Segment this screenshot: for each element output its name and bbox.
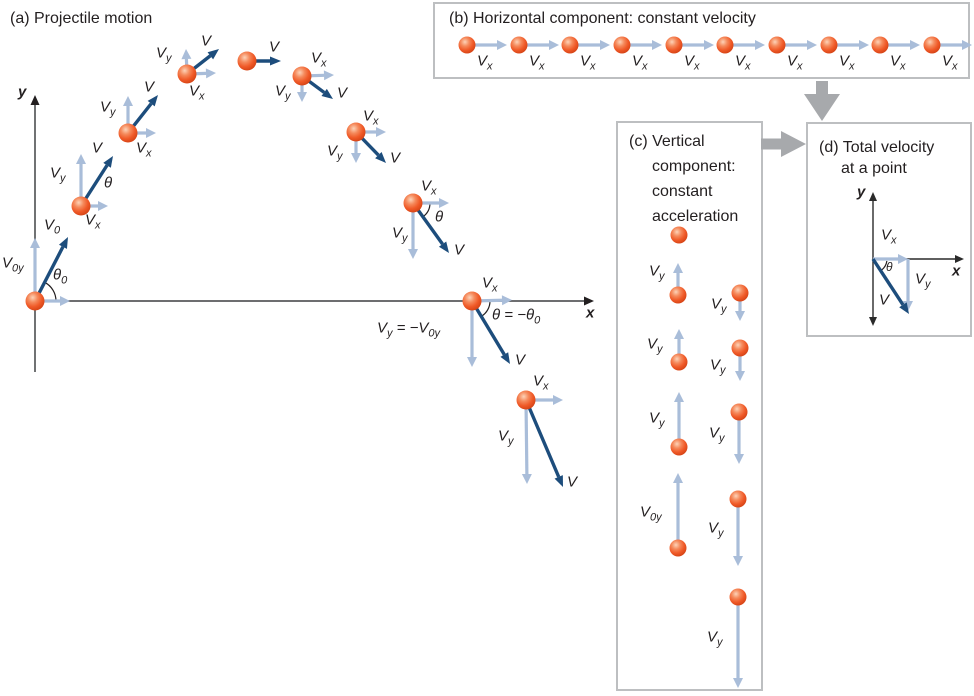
- vector-label: θ0: [53, 266, 68, 286]
- panel-c-box: (c) Vertical component: constant acceler…: [616, 121, 763, 691]
- panel-c-title-line-4: acceleration: [652, 208, 739, 225]
- v-vector: [354, 130, 386, 163]
- panel-d-title-line-2: at a point: [841, 160, 907, 177]
- v-vector: [185, 49, 219, 76]
- vector-label: Vx: [421, 177, 437, 197]
- vector-label: θ: [104, 174, 112, 191]
- panel-c-title-line-1: (c) Vertical: [629, 133, 705, 150]
- vector-label: Vy: [392, 224, 409, 244]
- theta-arc: [422, 202, 431, 218]
- panel-d-title-line-1: (d) Total velocity: [819, 139, 935, 156]
- v-vector: [300, 74, 333, 99]
- vy-vector: [123, 96, 133, 133]
- projectile-ball: [177, 64, 197, 84]
- vector-label: V: [92, 139, 104, 156]
- vector-label: V: [454, 241, 466, 258]
- panel-c-title-line-2: component:: [652, 158, 736, 175]
- vector-label: Vy: [275, 82, 292, 102]
- vector-label: Vy: [498, 427, 515, 447]
- panel-b-box: (b) Horizontal component: constant veloc…: [433, 2, 970, 79]
- vector-label: Vy: [156, 44, 173, 64]
- vector-label: Vx: [482, 274, 498, 294]
- panel-b-title: (b) Horizontal component: constant veloc…: [449, 10, 756, 27]
- vy-vector: [521, 399, 532, 484]
- projectile-ball: [118, 123, 138, 143]
- vx-vector: [526, 395, 563, 405]
- projectile-ball: [71, 196, 91, 216]
- v-vector: [411, 202, 449, 253]
- vector-label: Vx: [533, 372, 549, 392]
- vy-vector: [351, 132, 361, 163]
- panel-a-title: (a) Projectile motion: [10, 10, 153, 27]
- projectile-ball: [462, 291, 482, 311]
- vector-label: V: [337, 84, 349, 101]
- projectile-ball: [516, 390, 536, 410]
- v0x-vector: [35, 296, 70, 306]
- vx-vector: [81, 201, 108, 211]
- axis-label: y: [17, 83, 27, 100]
- vector-label: Vx: [363, 107, 379, 127]
- vector-label: θ = −θ0: [492, 306, 541, 326]
- v0-vector: [33, 237, 68, 302]
- x-axis: [35, 296, 594, 306]
- vy-vector: [467, 301, 477, 367]
- panel-c-title-line-3: constant: [652, 183, 713, 200]
- projectile-ball: [346, 122, 366, 142]
- v0y-vector: [30, 238, 40, 301]
- vector-label: V: [515, 351, 527, 368]
- theta-arc: [44, 281, 57, 302]
- projectile-ball: [25, 291, 45, 311]
- vector-label: Vy: [100, 98, 117, 118]
- vy-vector: [76, 154, 86, 206]
- v-vector: [79, 156, 113, 207]
- vector-label: Vy: [327, 142, 344, 162]
- projectile-ball: [403, 193, 423, 213]
- projectile-ball: [237, 51, 257, 71]
- vy-vector: [297, 76, 307, 102]
- v-vector: [470, 300, 510, 364]
- vector-label: Vx: [189, 82, 205, 102]
- vx-vector: [356, 127, 386, 137]
- projectile-ball: [292, 66, 312, 86]
- vx-vector: [186, 68, 216, 79]
- vx-vector: [301, 70, 334, 81]
- theta-arc: [481, 300, 491, 317]
- v-vector: [247, 56, 281, 66]
- vector-label: V: [201, 32, 213, 49]
- vector-label: Vx: [311, 49, 327, 69]
- vector-label: V: [390, 149, 402, 166]
- vector-label: V0: [44, 216, 61, 236]
- vector-label: Vx: [85, 211, 101, 231]
- axis-label: x: [585, 304, 595, 321]
- vector-label: V: [567, 473, 579, 490]
- v-vector: [126, 95, 158, 135]
- v-vector: [524, 399, 563, 487]
- y-axis: [30, 95, 40, 372]
- vy-vector: [408, 203, 418, 259]
- vx-vector: [413, 198, 449, 208]
- vector-label: Vx: [136, 139, 152, 159]
- flow-arrow-right: [761, 131, 806, 157]
- vector-label: V: [144, 78, 156, 95]
- vector-label: Vy = −V0y: [377, 319, 441, 339]
- vy-vector: [181, 49, 192, 75]
- vector-label: V0y: [2, 254, 25, 274]
- vx-vector: [128, 128, 156, 138]
- flow-arrow-down: [804, 81, 840, 121]
- panel-d-box: (d) Total velocity at a point: [806, 122, 972, 337]
- vector-label: V: [269, 38, 281, 55]
- vx-vector: [471, 295, 512, 306]
- vector-label: Vy: [50, 164, 67, 184]
- vector-label: θ: [435, 208, 443, 225]
